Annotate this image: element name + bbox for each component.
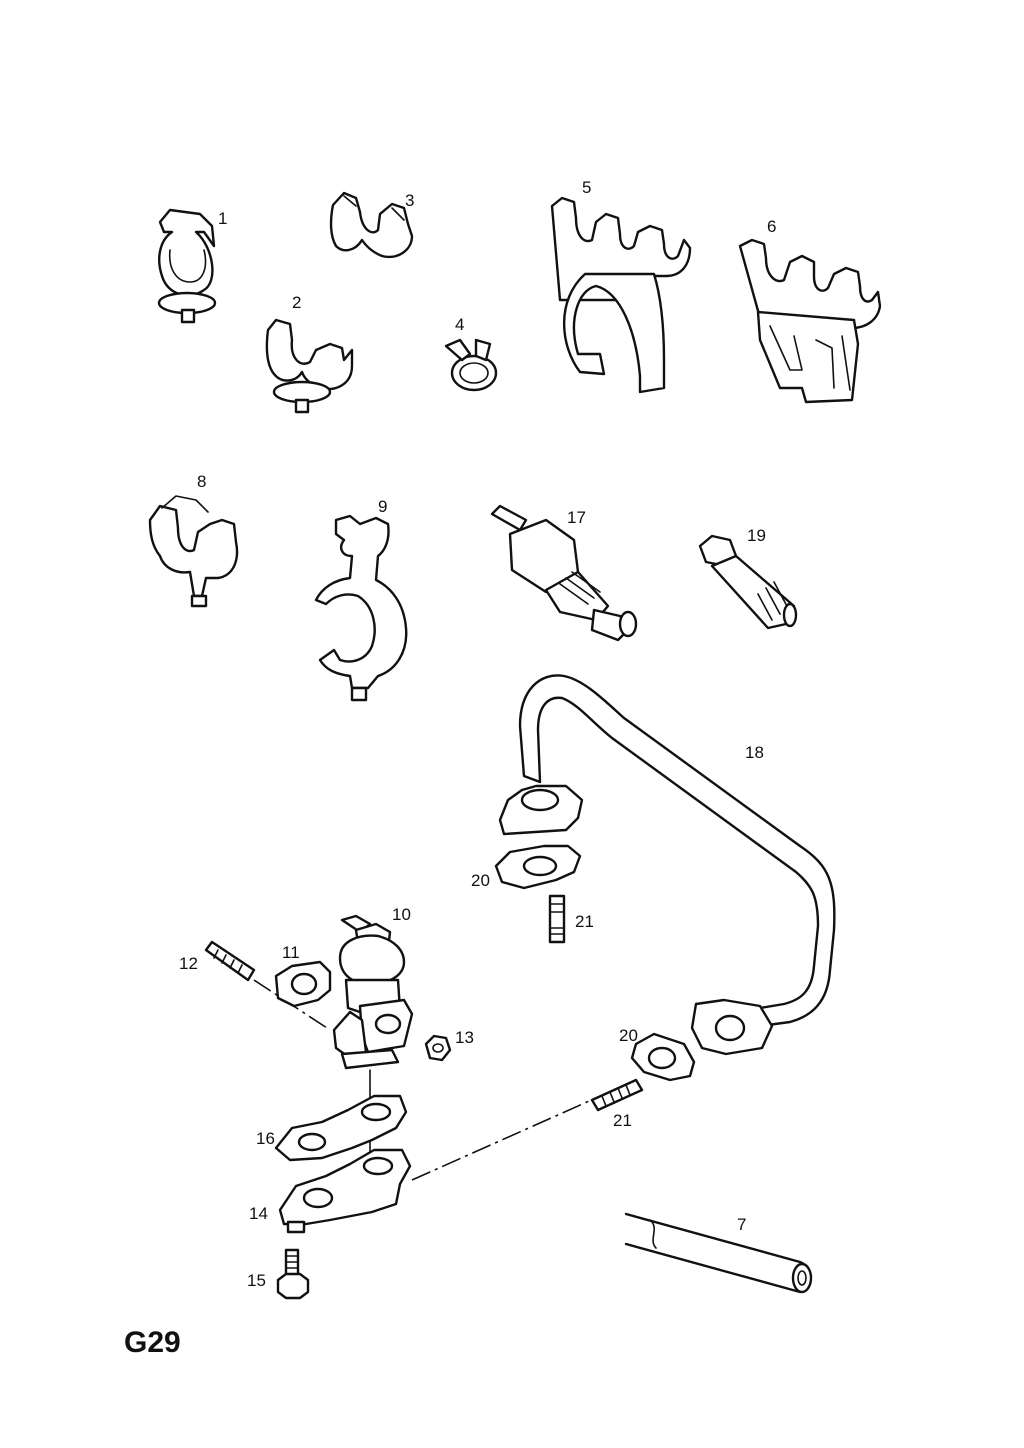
gasket-20-lower-icon: [630, 1032, 696, 1082]
callout-17: 17: [567, 508, 586, 527]
stud-21-icon: [548, 894, 566, 944]
callout-21-lower: 21: [613, 1111, 632, 1130]
callout-15: 15: [247, 1271, 266, 1290]
hose-7-icon: [624, 1212, 813, 1294]
clip-2-icon: [265, 318, 354, 414]
clip-8-icon: [148, 495, 239, 608]
callout-12: 12: [179, 954, 198, 973]
callout-7: 7: [737, 1215, 746, 1234]
clamp-4-icon: [444, 338, 498, 392]
callout-18: 18: [745, 743, 764, 762]
gasket-20-icon: [494, 844, 582, 890]
callout-20-upper: 20: [471, 871, 490, 890]
sheet-code: G29: [124, 1326, 181, 1359]
callout-3: 3: [405, 191, 414, 210]
bolt-19-icon: [698, 534, 798, 630]
pipe-18-icon: [498, 674, 836, 1056]
callout-2: 2: [292, 293, 301, 312]
flange-14-icon: [278, 1148, 412, 1234]
callout-5: 5: [582, 178, 591, 197]
callout-11: 11: [282, 943, 300, 962]
callout-9: 9: [378, 497, 387, 516]
clip-9-icon: [314, 514, 408, 702]
callout-6: 6: [767, 217, 776, 236]
clip-6-icon: [738, 238, 882, 404]
callout-4: 4: [455, 315, 464, 334]
callout-21-upper: 21: [575, 912, 594, 931]
bolt-15-icon: [276, 1248, 310, 1300]
stud-21-lower-icon: [590, 1078, 644, 1112]
callout-20-lower: 20: [619, 1026, 638, 1045]
callout-19: 19: [747, 526, 766, 545]
callout-16: 16: [256, 1129, 275, 1148]
clip-5-icon: [550, 196, 692, 394]
gasket-16-icon: [274, 1094, 408, 1162]
stud-12-icon: [204, 940, 256, 982]
switch-17-icon: [490, 504, 638, 642]
clip-3-icon: [329, 191, 414, 259]
callout-14: 14: [249, 1204, 268, 1223]
callout-1: 1: [218, 209, 227, 228]
callout-10: 10: [392, 905, 411, 924]
assembly-line-14-21: [411, 1097, 597, 1181]
clip-1-icon: [157, 208, 217, 324]
nut-13-icon: [424, 1034, 452, 1062]
callout-13: 13: [455, 1028, 474, 1047]
gasket-11-icon: [274, 960, 332, 1008]
callout-8: 8: [197, 472, 206, 491]
egr-valve-10-icon: [332, 914, 414, 1070]
